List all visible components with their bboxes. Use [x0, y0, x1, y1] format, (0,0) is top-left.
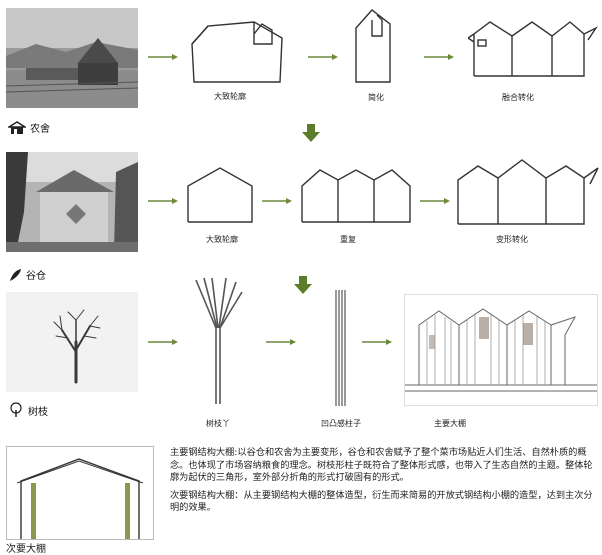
- farmhouse-icon: [8, 120, 26, 134]
- description-text: 主要钢结构大棚:以谷仓和农舍为主要变形，谷仓和农舍赋予了整个菜市场贴近人们生活、…: [170, 447, 598, 520]
- diagram-label: 主要大棚: [434, 419, 466, 428]
- row-name: 谷仓: [26, 271, 46, 282]
- diagram-label: 融合转化: [502, 93, 534, 102]
- tree-icon: [10, 402, 22, 417]
- granary-outline-diagram: [187, 167, 253, 223]
- row-label-branch: 树枝: [8, 402, 48, 418]
- arrow-right-icon: [148, 54, 178, 60]
- diagram-label: 大致轮廓: [214, 92, 246, 101]
- arrow-right-icon: [148, 339, 178, 345]
- secondary-canopy-caption: 次要大棚: [6, 544, 46, 555]
- diagram-label: 简化: [368, 93, 384, 102]
- diagram-label: 重复: [340, 235, 356, 244]
- description-paragraph-main: 主要钢结构大棚:以谷仓和农舍为主要变形，谷仓和农舍赋予了整个菜市场贴近人们生活、…: [170, 447, 593, 483]
- row-label-granary: 谷仓: [8, 267, 46, 282]
- fused-transform-diagram: [468, 21, 598, 77]
- repeat-diagram: [301, 169, 411, 223]
- row-name: 树枝: [28, 406, 48, 418]
- description-paragraph-secondary: 次要钢结构大棚：从主要钢结构大棚的整体造型，衍生而来简易的开放式钢结构小棚的造型…: [170, 489, 593, 514]
- main-canopy-render: [404, 294, 598, 406]
- farmhouse-photo: [6, 8, 138, 108]
- arrow-right-icon: [262, 198, 292, 204]
- arrow-right-icon: [148, 198, 178, 204]
- arrow-right-icon: [266, 339, 296, 345]
- farmhouse-outline-diagram: [191, 21, 283, 83]
- row-name: 农舍: [30, 124, 50, 135]
- granary-photo: [6, 152, 138, 252]
- row-label-farmhouse: 农舍: [8, 120, 50, 135]
- arrow-right-icon: [420, 198, 450, 204]
- diagram-label: 凹凸感柱子: [321, 419, 361, 428]
- arrow-right-icon: [308, 54, 338, 60]
- secondary-canopy-diagram: [6, 446, 154, 540]
- deform-transform-diagram: [457, 159, 599, 225]
- diagram-label: 变形转化: [496, 235, 528, 244]
- feather-icon: [10, 268, 21, 281]
- arrow-right-icon: [424, 54, 454, 60]
- arrow-down-icon: [302, 124, 320, 142]
- arrow-down-icon: [294, 276, 312, 294]
- branch-column-diagram: [195, 277, 243, 404]
- textured-column-diagram: [335, 290, 346, 406]
- arrow-right-icon: [362, 339, 392, 345]
- diagram-label: 大致轮廓: [206, 235, 238, 244]
- diagram-label: 树枝丫: [206, 419, 230, 428]
- simplified-diagram: [355, 9, 391, 83]
- tree-photo: [6, 292, 138, 392]
